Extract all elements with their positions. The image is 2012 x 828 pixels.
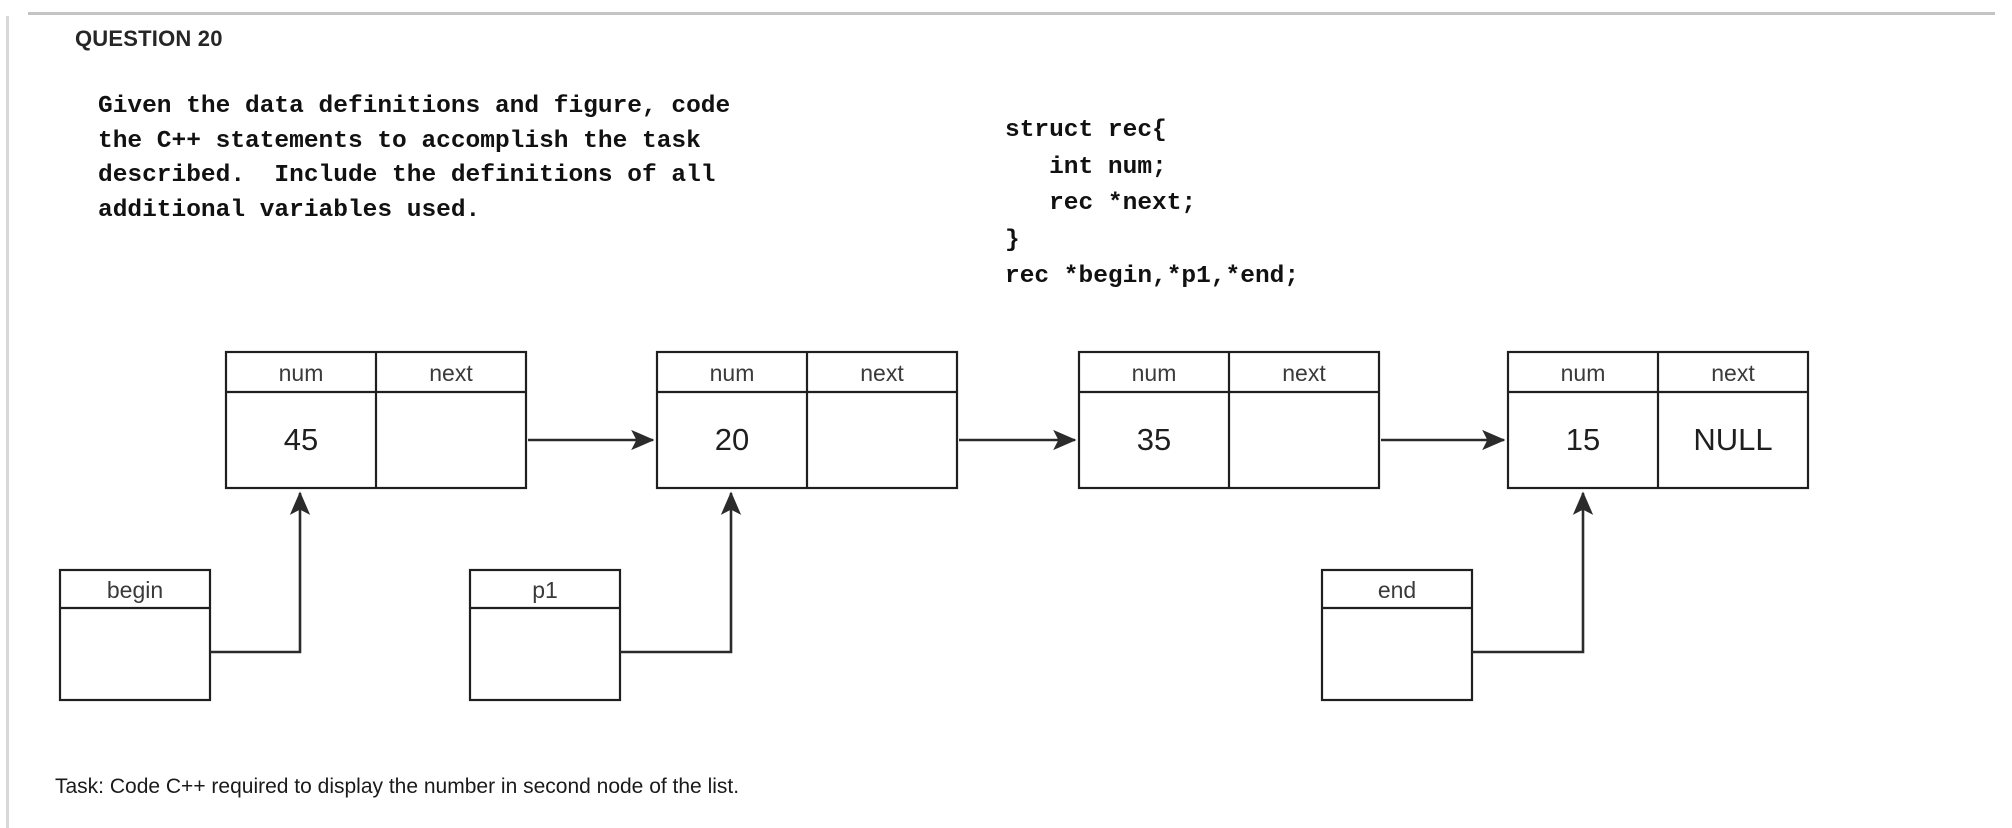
node-3-num-header: num (1561, 360, 1606, 386)
node-2-next-header: next (1282, 360, 1326, 386)
top-divider (28, 12, 1995, 15)
node-1-num-header: num (710, 360, 755, 386)
node-2-num-header: num (1132, 360, 1177, 386)
left-divider (6, 16, 9, 828)
pointer-arrow-begin (210, 491, 311, 654)
question-prompt-text: Given the data definitions and figure, c… (98, 93, 731, 224)
pointer-arrow-p1 (620, 491, 742, 654)
list-node-2: num next 35 (1077, 350, 1381, 490)
list-node-1: num next 20 (655, 350, 959, 490)
node-3-next-value: NULL (1693, 422, 1772, 457)
node-0-next-header: next (429, 360, 473, 386)
pointer-label-end: end (1378, 577, 1416, 603)
node-3-next-header: next (1711, 360, 1755, 386)
node-3-num-value: 15 (1566, 422, 1600, 457)
node-1-num-value: 20 (715, 422, 749, 457)
pointer-box-begin: begin (58, 568, 212, 702)
page-title: QUESTION 20 (75, 26, 223, 51)
pointer-box-end: end (1320, 568, 1474, 702)
node-0-num-header: num (279, 360, 324, 386)
list-node-3: num next 15 NULL (1506, 350, 1810, 490)
pointer-box-p1: p1 (468, 568, 622, 702)
list-node-0: num next 45 (224, 350, 528, 490)
struct-definition-code: struct rec{ int num; rec *next; } rec *b… (1005, 117, 1300, 290)
node-2-num-value: 35 (1137, 422, 1171, 457)
task-description: Task: Code C++ required to display the n… (55, 775, 740, 798)
pointer-arrow-end (1472, 491, 1594, 654)
pointer-label-begin: begin (107, 577, 163, 603)
pointer-label-p1: p1 (532, 577, 558, 603)
node-1-next-header: next (860, 360, 904, 386)
node-0-num-value: 45 (284, 422, 318, 457)
